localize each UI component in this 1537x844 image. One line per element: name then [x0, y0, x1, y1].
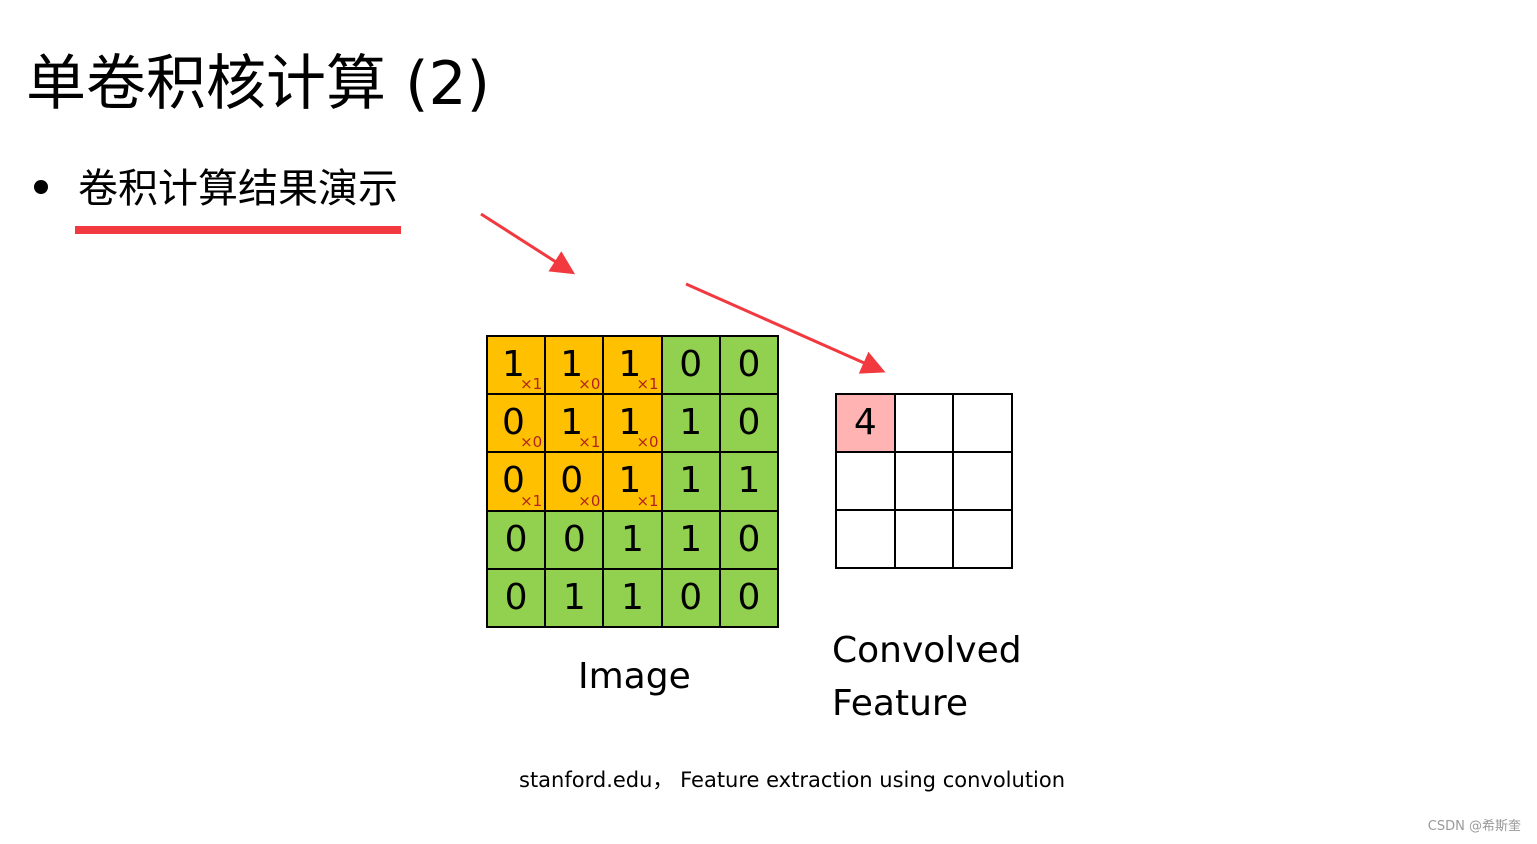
watermark: CSDN @希斯奎: [1427, 819, 1521, 834]
kernel-cell: 1×1: [545, 394, 604, 453]
cell-value: 1: [618, 344, 642, 385]
image-cell: 0: [661, 568, 720, 627]
slide-title: 单卷积核计算 (2): [26, 49, 491, 119]
cell-value: 0: [560, 460, 584, 502]
cell-value: 1: [679, 460, 703, 502]
kernel-cell: 1×0: [603, 394, 662, 453]
cell-value: 0: [679, 576, 703, 618]
cell-value: 0: [502, 460, 525, 502]
kernel-weight: ×0: [578, 491, 601, 510]
cell-value: 1: [560, 402, 584, 444]
feature-cell: [894, 510, 954, 568]
kernel-cell: 0×1: [487, 452, 546, 511]
image-cell: 0: [545, 510, 604, 569]
feature-cell: 4: [836, 394, 895, 452]
convolved-feature-label: Convolved Feature: [832, 624, 1022, 730]
cell-value: 0: [504, 576, 528, 618]
kernel-cell: 1×1: [603, 452, 662, 511]
source-caption: stanford.edu， Feature extraction using c…: [519, 768, 1066, 792]
feature-cell: [836, 510, 895, 568]
kernel-cell: 1×0: [545, 336, 604, 395]
cell-value: 1: [618, 460, 642, 502]
kernel-weight: ×1: [636, 491, 659, 510]
image-cell: 1: [661, 452, 720, 511]
cell-value: 0: [737, 344, 761, 385]
image-label: Image: [578, 656, 691, 697]
image-cell: 0: [487, 568, 546, 627]
kernel-cell: 0×0: [545, 452, 604, 511]
kernel-weight: ×0: [578, 375, 601, 394]
cell-value: 0: [737, 402, 761, 444]
cell-value: 0: [562, 518, 586, 560]
image-cell: 0: [719, 336, 778, 395]
kernel-cell: 1×1: [487, 336, 546, 395]
cell-value: 1: [618, 402, 642, 444]
image-cell: 1: [603, 510, 662, 569]
cell-value: 0: [679, 344, 703, 385]
feature-cell: [953, 452, 1012, 510]
convolved-label-line2: Feature: [832, 683, 969, 724]
feature-cell: [836, 452, 895, 510]
arrow-to-feature: [685, 282, 886, 374]
image-cell: 0: [719, 394, 778, 453]
feature-cell: [953, 510, 1012, 568]
image-cell: 1: [603, 568, 662, 627]
cell-value: 0: [504, 518, 528, 560]
image-cell: 1: [661, 394, 720, 453]
cell-value: 1: [562, 576, 586, 618]
convolved-feature-grid: 4: [835, 393, 1013, 569]
image-cell: 1: [661, 510, 720, 569]
kernel-weight: ×1: [636, 375, 659, 394]
feature-cell: [953, 394, 1012, 452]
kernel-weight: ×1: [520, 491, 543, 510]
convolved-label-line1: Convolved: [832, 630, 1022, 671]
cell-value: 1: [737, 460, 761, 502]
image-cell: 0: [661, 336, 720, 395]
cell-value: 1: [679, 518, 703, 560]
bullet-dot: [34, 180, 48, 194]
kernel-weight: ×1: [520, 375, 543, 394]
kernel-cell: 1×1: [603, 336, 662, 395]
image-cell: 0: [719, 510, 778, 569]
cell-value: 1: [621, 576, 644, 618]
red-underline: [75, 226, 401, 234]
cell-value: 0: [737, 576, 761, 618]
bullet-text: 卷积计算结果演示: [78, 166, 398, 212]
kernel-weight: ×0: [636, 433, 659, 452]
image-cell: 1: [545, 568, 604, 627]
kernel-weight: ×1: [578, 433, 601, 452]
image-cell: 0: [719, 568, 778, 627]
cell-value: 1: [560, 344, 584, 385]
cell-value: 0: [737, 518, 761, 560]
image-cell: 1: [719, 452, 778, 511]
cell-value: 1: [679, 402, 703, 444]
feature-cell: [894, 394, 954, 452]
cell-value: 1: [502, 344, 525, 385]
cell-value: 1: [621, 518, 644, 560]
kernel-weight: ×0: [520, 433, 543, 452]
image-cell: 0: [487, 510, 546, 569]
kernel-cell: 0×0: [487, 394, 546, 453]
feature-cell: [894, 452, 954, 510]
arrow-to-image: [480, 212, 576, 275]
cell-value: 0: [502, 402, 525, 444]
